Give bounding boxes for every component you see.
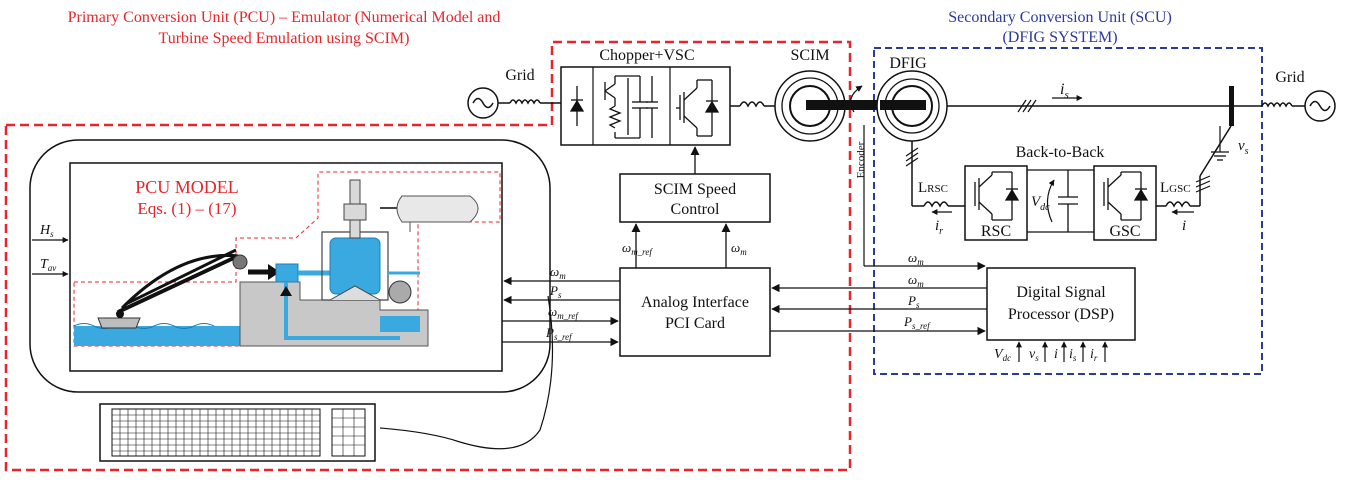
dsp-input-i: i [1054, 347, 1058, 362]
grid-left-label: Grid [505, 67, 534, 84]
omega-m-label-right: ωm [908, 272, 924, 289]
dfig-generator-icon [876, 70, 948, 142]
chopper-icon [604, 75, 658, 139]
three-phase-mark [1017, 99, 1037, 113]
omega-m-ref-label-left: ωm_ref [548, 304, 579, 321]
ir-label: ir [935, 218, 943, 237]
tav-label: Tav [40, 257, 56, 273]
chopper-vsc-box [560, 66, 731, 146]
vs-label: vs [1238, 138, 1249, 157]
keyboard-icon [99, 403, 376, 462]
l-rsc-label: LRSC [918, 180, 948, 196]
scu-title-line1: Secondary Conversion Unit (SCU) [948, 9, 1172, 26]
analog-line2: PCI Card [665, 315, 725, 332]
scim-speed-line2: Control [671, 201, 720, 218]
vdc-label: Vdc [1031, 194, 1050, 213]
omega-m-label-upper: ωm [731, 240, 747, 257]
dsp-input-vdc: Vdc [994, 347, 1011, 363]
l-gsc-label: LGSC [1160, 180, 1191, 196]
scim-label: SCIM [790, 47, 829, 64]
shaft [806, 100, 916, 110]
gsc-label: GSC [1109, 223, 1140, 240]
dsp-input-ir: ir [1090, 347, 1098, 363]
l-rsc-inductor-icon [923, 201, 949, 208]
dfig-label: DFIG [889, 55, 927, 72]
ps-ref-label-left: Ps_ref [545, 325, 573, 342]
scim-speed-line1: SCIM Speed [654, 181, 736, 198]
ps-label-right: Ps [907, 293, 920, 310]
pcu-title-line1: Primary Conversion Unit (PCU) – Emulator… [68, 9, 501, 26]
grid-right-source-icon [1304, 90, 1336, 122]
scu-border [873, 47, 1263, 375]
vsc-inductor-icon [739, 101, 765, 108]
grid-right-label: Grid [1275, 69, 1304, 86]
pcu-border [4, 40, 852, 472]
analog-line1: Analog Interface [641, 294, 749, 311]
encoder-label: Encoder [855, 141, 867, 178]
omega-m-ref-label-upper: ωm_ref [622, 240, 653, 257]
grid-left-inductor-icon [509, 99, 541, 105]
analog-interface-box [619, 267, 771, 357]
dc-link-capacitor-icon [1058, 170, 1078, 232]
dsp-input-vs: vs [1029, 347, 1039, 363]
scu-title-line2: (DFIG SYSTEM) [1002, 29, 1117, 46]
dsp-box [986, 267, 1136, 341]
ps-ref-label-right: Ps_ref [903, 314, 931, 331]
rectifier-icon [569, 86, 585, 126]
gsc-igbt-icon [1103, 171, 1149, 221]
grid-right-inductor-icon [1261, 102, 1293, 108]
pcc-bus [1229, 86, 1234, 126]
dsp-line1: Digital Signal [1016, 284, 1106, 301]
ps-label-left: Ps [549, 283, 562, 300]
vsc-igbt-icon [676, 79, 720, 137]
dsp-input-is: is [1069, 347, 1077, 363]
scim-speed-control-box [619, 173, 771, 223]
omega-m-label-left: ωm [550, 264, 566, 281]
dsp-line2: Processor (DSP) [1008, 306, 1114, 323]
pcu-model-line2: Eqs. (1) – (17) [137, 199, 236, 218]
back-to-back-label: Back-to-Back [1016, 144, 1105, 161]
i-label: i [1182, 218, 1186, 234]
pcu-model-illustration [73, 171, 501, 347]
omega-m-label-right-top: ωm [908, 250, 924, 267]
pcu-model-line1: PCU MODEL [135, 177, 239, 197]
l-gsc-inductor-icon [1165, 201, 1191, 208]
pcu-title-line2: Turbine Speed Emulation using SCIM) [159, 30, 410, 47]
hs-label: Hs [39, 223, 54, 239]
rsc-label: RSC [981, 223, 1011, 240]
rsc-igbt-icon [974, 171, 1020, 221]
chopper-vsc-label: Chopper+VSC [599, 47, 694, 64]
is-label: is [1060, 81, 1069, 101]
